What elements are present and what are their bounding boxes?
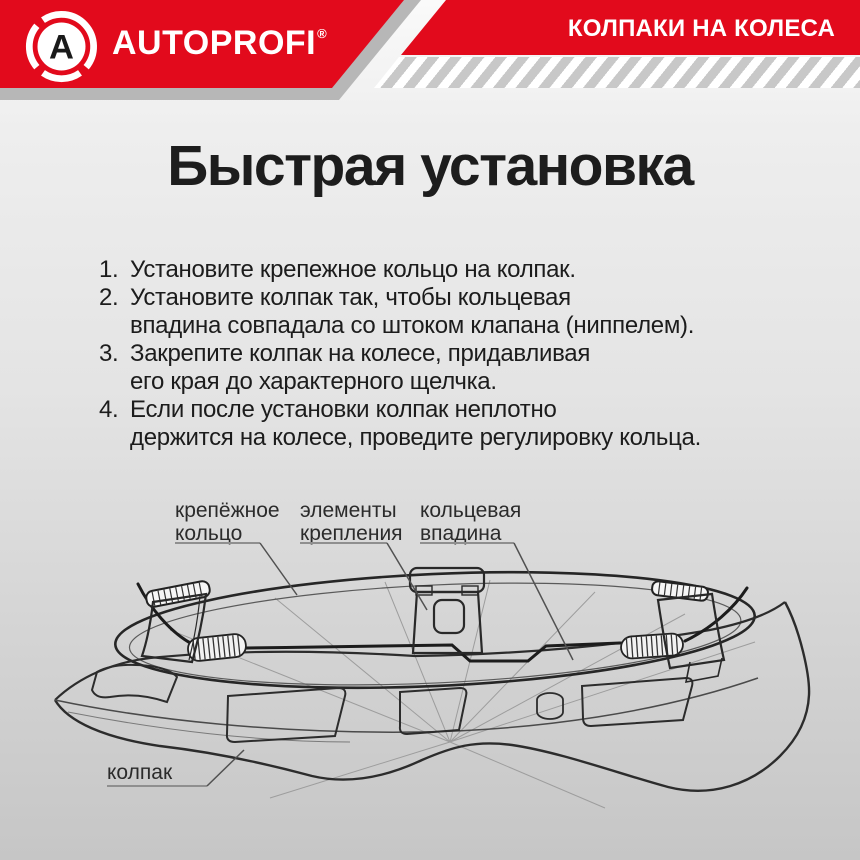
step-text: Если после установки колпак неплотно дер… [130,396,701,451]
retaining-ring-wire [136,582,749,663]
logo-inner-disc [37,22,86,71]
step-item-4: 4. Если после установки колпак неплотно … [99,396,701,452]
step-number: 1. [99,256,119,283]
vent-slots [90,663,694,744]
step-item-1: 1. Установите крепежное кольцо на колпак… [99,256,701,284]
label-fastening-elements: элементы крепления [300,499,403,545]
step-text: Закрепите колпак на колесе, придавливая … [130,340,591,395]
fastening-clips [140,566,726,684]
step-number: 2. [99,284,119,311]
label-ring-groove: кольцевая впадина [420,499,522,545]
logo-letter: A [49,29,74,67]
trademark-symbol: ® [317,25,328,41]
step-item-3: 3. Закрепите колпак на колесе, придавлив… [99,340,701,396]
step-item-2: 2. Установите колпак так, чтобы кольцева… [99,284,701,340]
autoprofi-logo-icon: A [25,10,97,83]
header-category-band [401,0,860,55]
header-hatch-stripes [374,57,860,88]
brand-name: AUTOPROFI® [112,24,328,62]
rim-ellipse [114,570,756,690]
hubcap-body [53,601,811,792]
step-number: 3. [99,340,119,367]
wheel-cover-illustration [53,542,811,809]
label-mounting-ring: крепёжное кольцо [175,499,280,545]
label-hubcap: колпак [107,761,173,784]
step-text: Установите крепежное кольцо на колпак. [130,256,576,283]
page-title: Быстрая установка [167,134,694,198]
ring-coil-right [620,632,684,660]
category-title: КОЛПАКИ НА КОЛЕСА [567,15,835,42]
leader-lines [107,542,574,787]
step-number: 4. [99,396,119,423]
installation-steps: 1. Установите крепежное кольцо на колпак… [99,256,701,452]
ring-coil-left [187,633,247,662]
step-text: Установите колпак так, чтобы кольцевая в… [130,284,695,339]
